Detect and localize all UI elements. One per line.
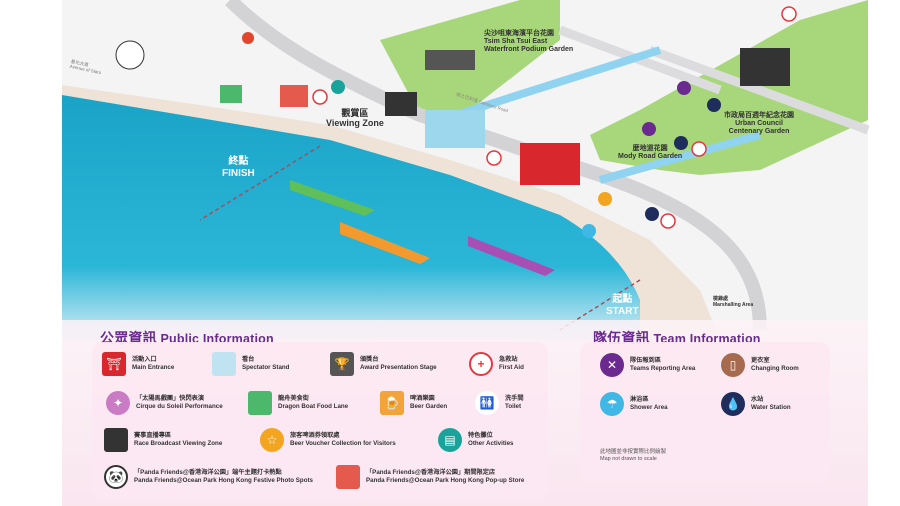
booth-icon: ▤	[438, 428, 462, 452]
footbridge	[438, 46, 762, 184]
tools-icon: ✕	[600, 353, 624, 377]
toilet-icon: 🚻	[475, 391, 499, 415]
beer-icon: 🍺	[380, 391, 404, 415]
teams-reporting-marker	[642, 122, 656, 136]
shower-marker	[582, 224, 596, 238]
water-station-marker	[645, 207, 659, 221]
broadcast-screen-1	[385, 92, 417, 116]
popup-store	[280, 85, 308, 107]
shower-icon: ☂	[600, 392, 624, 416]
award-stage	[425, 50, 475, 70]
harbour-water	[62, 95, 640, 340]
broadcast-screen-icon	[104, 428, 128, 452]
first-aid-marker	[781, 6, 797, 22]
dragon-boat-orange	[340, 222, 430, 264]
water-station-marker	[707, 98, 721, 112]
spectator-stand-icon	[212, 352, 236, 376]
voucher-icon: ☆	[260, 428, 284, 452]
road-salisbury	[225, 0, 767, 331]
dragon-boat-purple	[468, 236, 555, 276]
first-aid-marker	[486, 150, 502, 166]
dragon-boat-green	[290, 180, 375, 216]
promenade	[62, 85, 720, 340]
booth-marker	[331, 80, 345, 94]
performance-icon: ✦	[106, 391, 130, 415]
popup-store-icon	[336, 465, 360, 489]
mtr-icon	[242, 32, 254, 44]
spectator-stand	[425, 110, 485, 148]
food-lane-icon	[248, 391, 272, 415]
water-drop-icon: 💧	[721, 392, 745, 416]
water-station-marker	[674, 136, 688, 150]
voucher-marker	[598, 192, 612, 206]
first-aid-marker	[312, 89, 328, 105]
broadcast-screen-2	[740, 48, 790, 86]
locker-icon: ▯	[721, 353, 745, 377]
first-aid-marker	[660, 213, 676, 229]
award-stage-icon: 🏆	[330, 352, 354, 376]
panda-icon: 🐼	[104, 465, 128, 489]
finish-line	[199, 145, 321, 221]
teams-reporting-marker	[677, 81, 691, 95]
first-aid-icon: +	[469, 352, 493, 376]
main-entrance-icon: ⛩	[102, 352, 126, 376]
panda-photo-spot	[115, 40, 145, 70]
main-entrance-arch	[520, 143, 580, 185]
food-lane-stall	[220, 85, 242, 103]
first-aid-marker	[691, 141, 707, 157]
